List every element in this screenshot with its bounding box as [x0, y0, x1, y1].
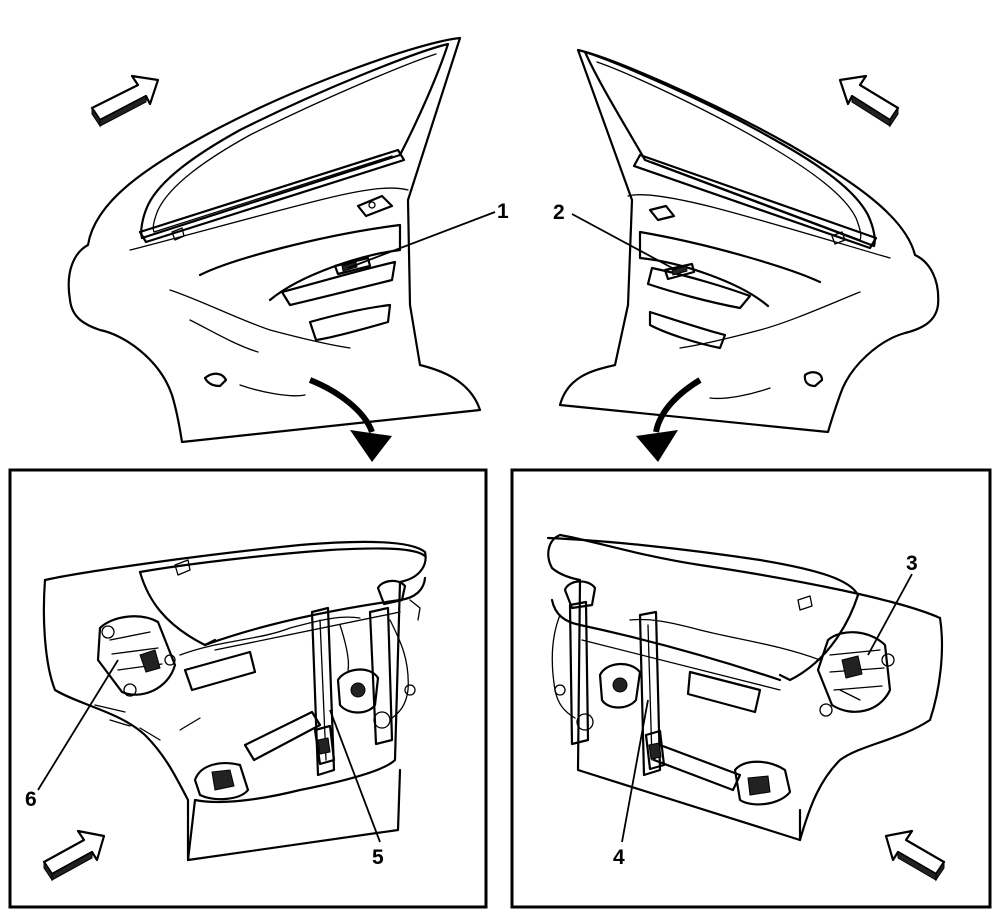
leader-1 — [347, 211, 496, 269]
forward-arrow-bottom-right — [884, 829, 946, 882]
callout-5: 5 — [372, 846, 384, 869]
left-rear-door — [67, 36, 482, 444]
callout-6: 6 — [25, 788, 37, 811]
curved-arrow-left — [308, 377, 392, 462]
callout-3: 3 — [906, 552, 918, 575]
leader-3 — [867, 573, 913, 656]
lower-right-frame — [510, 468, 992, 909]
callout-2: 2 — [553, 201, 565, 224]
leader-6 — [37, 659, 119, 791]
forward-arrow-top-left — [90, 74, 160, 128]
curved-arrow-right — [636, 377, 702, 462]
right-rear-door — [558, 48, 940, 434]
lower-left-frame — [8, 468, 488, 909]
left-door-inner-panel — [42, 540, 427, 862]
callout-4: 4 — [613, 846, 625, 869]
right-door-inner-panel — [546, 533, 944, 842]
leader-4 — [621, 699, 649, 843]
leader-5 — [329, 709, 381, 843]
leader-2 — [571, 213, 677, 271]
forward-arrow-top-right — [838, 74, 900, 128]
forward-arrow-bottom-left — [42, 829, 106, 882]
callout-1: 1 — [497, 200, 509, 223]
